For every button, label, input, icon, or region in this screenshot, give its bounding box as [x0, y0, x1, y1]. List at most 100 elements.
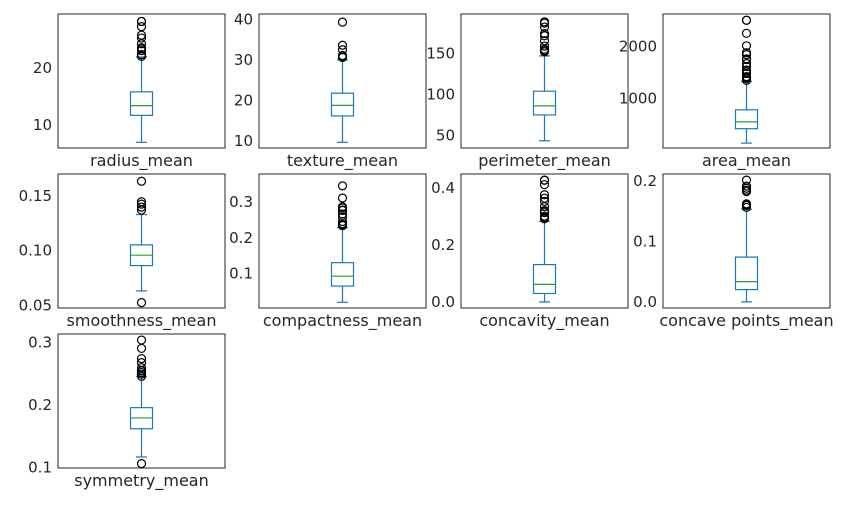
outlier-point: [539, 180, 550, 190]
panel-perimeter_mean: 50 100 150 perimeter_mean: [426, 13, 629, 171]
x-axis-label: concave points_mean: [659, 311, 833, 331]
outlier-point: [337, 202, 348, 212]
axes-frame: [662, 13, 831, 149]
x-axis-label: area_mean: [702, 151, 791, 171]
outlier-point: [539, 175, 550, 185]
outlier-point: [136, 363, 147, 373]
axes-frame: [258, 173, 427, 309]
iqr-box: [734, 256, 759, 291]
outlier-point: [337, 181, 348, 191]
y-tick-label: 0.0: [633, 293, 657, 311]
outlier-point: [539, 22, 550, 32]
outlier-point: [136, 298, 147, 308]
y-tick-label: 20: [33, 59, 52, 77]
outlier-point: [337, 17, 348, 27]
outlier-point: [136, 50, 147, 60]
y-tick-label: 0.4: [431, 179, 455, 197]
outlier-point: [136, 199, 147, 209]
y-tick-label: 0.2: [28, 396, 52, 414]
outlier-point: [136, 353, 147, 364]
outlier-point: [539, 193, 550, 203]
y-tick-label: 0.3: [229, 193, 253, 211]
y-tick-label: 40: [234, 10, 253, 28]
panel-symmetry_mean: 0.1 0.2 0.3 symmetry_mean: [28, 333, 226, 491]
outlier-point: [136, 33, 147, 43]
y-tick-label: 0.2: [431, 236, 455, 254]
y-tick-label: 0.3: [28, 334, 52, 352]
y-tick-label: 100: [426, 86, 455, 104]
outlier-point: [136, 16, 147, 27]
y-tick-label: 1000: [619, 89, 657, 107]
outlier-point: [741, 41, 752, 51]
iqr-box: [532, 264, 557, 295]
y-tick-label: 0.05: [19, 296, 52, 314]
outlier-point: [136, 197, 147, 207]
outlier-point: [539, 190, 550, 200]
iqr-box: [330, 92, 355, 117]
axes-frame: [460, 173, 629, 309]
outlier-point: [337, 45, 348, 55]
y-tick-label: 0.15: [19, 187, 52, 205]
outlier-point: [337, 209, 348, 219]
x-axis-label: perimeter_mean: [478, 151, 611, 171]
x-axis-label: compactness_mean: [263, 311, 422, 331]
y-tick-label: 0.1: [28, 458, 52, 476]
outlier-point: [337, 212, 348, 222]
x-axis-label: texture_mean: [287, 151, 398, 171]
iqr-box: [129, 91, 154, 116]
outlier-point: [741, 28, 752, 38]
axes-frame: [258, 13, 427, 149]
outlier-point: [539, 17, 550, 27]
iqr-box: [734, 109, 759, 130]
outlier-point: [136, 335, 147, 345]
x-axis-label: radius_mean: [90, 151, 193, 171]
axes-frame: [460, 13, 629, 149]
outlier-point: [741, 54, 752, 64]
outlier-point: [741, 58, 752, 69]
axes-frame: [662, 173, 831, 309]
y-tick-label: 10: [234, 132, 253, 150]
outlier-point: [741, 65, 752, 75]
outlier-point: [539, 41, 550, 51]
outlier-point: [136, 343, 147, 354]
outlier-point: [741, 181, 752, 191]
outlier-point: [136, 21, 147, 32]
outlier-point: [539, 211, 550, 221]
outlier-point: [136, 358, 147, 368]
outlier-point: [337, 216, 348, 227]
outlier-point: [337, 40, 348, 50]
y-tick-label: 150: [426, 44, 455, 62]
outlier-point: [741, 48, 752, 58]
y-tick-label: 0.2: [229, 229, 253, 247]
y-tick-label: 2000: [619, 37, 657, 55]
x-axis-label: symmetry_mean: [74, 471, 209, 491]
panel-radius_mean: 10 20 radius_mean: [33, 13, 226, 171]
outlier-point: [136, 202, 147, 212]
outlier-point: [136, 459, 147, 469]
outlier-point: [741, 175, 752, 185]
y-tick-label: 0.0: [431, 293, 455, 311]
y-tick-label: 0.1: [633, 232, 657, 250]
y-tick-label: 10: [33, 116, 52, 134]
outlier-point: [741, 199, 752, 209]
iqr-box: [330, 262, 355, 287]
iqr-box: [532, 90, 557, 116]
outlier-point: [337, 50, 348, 61]
outlier-point: [539, 28, 550, 39]
outlier-point: [741, 15, 752, 25]
outlier-point: [539, 36, 550, 46]
panel-concavity_mean: 0.0 0.2 0.4 concavity_mean: [431, 173, 629, 331]
panel-area_mean: 1000 2000 area_mean: [619, 13, 831, 171]
axes-frame: [57, 13, 226, 149]
y-tick-label: 0.10: [19, 242, 52, 260]
outlier-point: [539, 205, 550, 216]
x-axis-label: concavity_mean: [479, 311, 609, 331]
outlier-point: [539, 196, 550, 206]
y-tick-label: 50: [436, 127, 455, 145]
axes-frame: [57, 173, 226, 309]
